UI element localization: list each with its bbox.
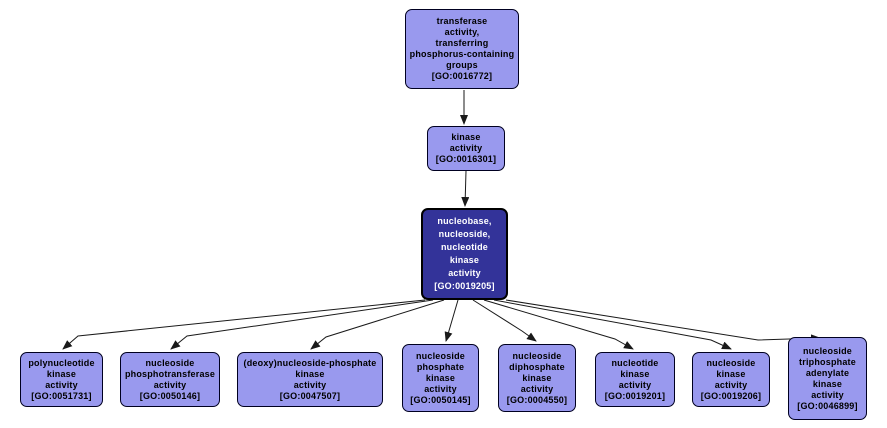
edge-0016301-0019205 xyxy=(461,170,470,207)
node-go-0051731[interactable]: polynucleotide kinase activity [GO:00517… xyxy=(20,352,103,407)
edge-0019205-0047507 xyxy=(310,299,445,350)
edge-0019205-0019201 xyxy=(483,299,634,350)
node-go-0004550-label: nucleoside diphosphate kinase activity [… xyxy=(506,350,568,405)
node-go-0016301[interactable]: kinase activity [GO:0016301] xyxy=(427,126,505,171)
node-go-0051731-label: polynucleotide kinase activity [GO:00517… xyxy=(28,357,95,401)
edge-0019205-0019206 xyxy=(493,299,732,350)
edge-0019205-0046899 xyxy=(505,299,821,343)
node-go-0016772[interactable]: transferase activity, transferring phosp… xyxy=(405,9,519,89)
node-go-0050145-label: nucleoside phosphate kinase activity [GO… xyxy=(410,350,471,405)
edge-0019205-0050146 xyxy=(170,299,434,350)
node-go-0046899[interactable]: nucleoside triphosphate adenylate kinase… xyxy=(788,337,867,420)
edge-0019205-0051731 xyxy=(62,299,426,350)
node-go-0047507-label: (deoxy)nucleoside-phosphate kinase activ… xyxy=(243,357,377,401)
node-go-0019201[interactable]: nucleotide kinase activity [GO:0019201] xyxy=(595,352,675,407)
edge-0019205-0050145 xyxy=(444,299,459,342)
node-go-0019206[interactable]: nucleoside kinase activity [GO:0019206] xyxy=(692,352,770,407)
node-go-0004550[interactable]: nucleoside diphosphate kinase activity [… xyxy=(498,344,576,412)
node-go-0019201-label: nucleotide kinase activity [GO:0019201] xyxy=(604,357,666,401)
node-go-0047507[interactable]: (deoxy)nucleoside-phosphate kinase activ… xyxy=(237,352,383,407)
node-go-0019205-selected[interactable]: nucleobase, nucleoside, nucleotide kinas… xyxy=(421,208,508,300)
node-go-0016772-label: transferase activity, transferring phosp… xyxy=(409,16,515,81)
edge-0019205-0004550 xyxy=(472,299,537,342)
node-go-0019205-label: nucleobase, nucleoside, nucleotide kinas… xyxy=(434,216,495,291)
node-go-0050146[interactable]: nucleoside phosphotransferase activity [… xyxy=(120,352,220,407)
node-go-0019206-label: nucleoside kinase activity [GO:0019206] xyxy=(700,357,762,401)
node-go-0016301-label: kinase activity [GO:0016301] xyxy=(435,132,497,164)
node-go-0050145[interactable]: nucleoside phosphate kinase activity [GO… xyxy=(402,344,479,412)
node-go-0050146-label: nucleoside phosphotransferase activity [… xyxy=(124,357,216,401)
node-go-0046899-label: nucleoside triphosphate adenylate kinase… xyxy=(797,345,858,411)
